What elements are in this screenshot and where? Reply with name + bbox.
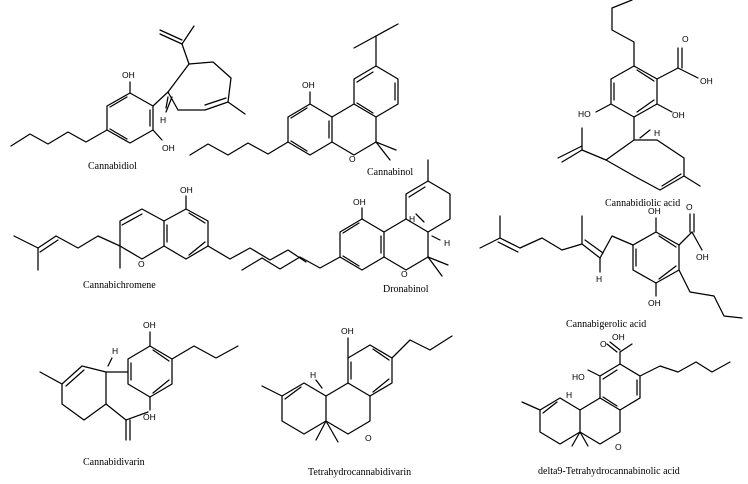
caption-cannabigerolic-acid: Cannabigerolic acid — [566, 319, 646, 330]
atom-label: OH — [302, 80, 315, 90]
atom-label: OH — [612, 332, 625, 342]
atom-label: O — [686, 202, 693, 212]
molecule-dronabinol: OH H H O Dronabinol — [241, 159, 451, 295]
atom-label: OH — [696, 252, 709, 262]
atom-label: O — [682, 34, 689, 44]
atom-label: O — [365, 433, 372, 443]
caption-cannabidivarin: Cannabidivarin — [83, 457, 145, 468]
structure-lines — [189, 23, 399, 161]
atom-label: H — [654, 128, 660, 138]
atom-label: O — [138, 259, 145, 269]
atom-label: OH — [341, 326, 354, 336]
caption-cannabidiol: Cannabidiol — [88, 161, 137, 172]
molecule-cannabichromene: OH O Cannabichromene — [13, 185, 307, 291]
structure-lines — [479, 213, 743, 319]
molecule-tetrahydrocannabidivarin: OH H O Tetrahydrocannabidivarin — [261, 326, 453, 478]
atom-label: OH — [353, 197, 366, 207]
atom-label: OH — [143, 320, 156, 330]
caption-cannabidiolic-acid: Cannabidiolic acid — [605, 198, 680, 209]
atom-label: OH — [122, 70, 135, 80]
atom-label: HO — [572, 372, 585, 382]
atom-label: H — [566, 390, 572, 400]
structure-lines — [557, 0, 701, 191]
atom-label: OH — [648, 206, 661, 216]
atom-label: O — [615, 442, 622, 452]
structure-lines — [261, 335, 453, 443]
caption-tetrahydrocannabidivarin: Tetrahydrocannabidivarin — [308, 467, 411, 478]
atom-label: H — [160, 115, 166, 125]
atom-label: O — [600, 339, 607, 349]
molecule-delta9-thca: OH O HO H O delta9-Tetrahydrocannabinoli… — [521, 332, 731, 477]
molecule-cannabidiol: OH OH H Cannabidiol — [10, 25, 246, 172]
atom-label: H — [409, 214, 415, 224]
caption-cannabinol: Cannabinol — [367, 167, 413, 178]
atom-label: OH — [180, 185, 193, 195]
atom-label: OH — [700, 76, 713, 86]
atom-label: OH — [672, 110, 685, 120]
molecule-cannabinol: OH O Cannabinol — [189, 23, 413, 178]
atom-label: OH — [648, 298, 661, 308]
atom-label: H — [444, 238, 450, 248]
caption-cannabichromene: Cannabichromene — [83, 280, 156, 291]
atom-label: O — [401, 269, 408, 279]
atom-label: H — [112, 346, 118, 356]
caption-dronabinol: Dronabinol — [383, 284, 429, 295]
molecule-cannabidiolic-acid: O OH HO OH H Cannabidiolic acid — [557, 0, 713, 209]
atom-label: HO — [578, 109, 591, 119]
atom-label: O — [349, 154, 356, 164]
atom-label: OH — [162, 143, 175, 153]
molecule-cannabigerolic-acid: OH O OH H OH Cannabigerolic acid — [479, 202, 743, 330]
caption-delta9-thca: delta9-Tetrahydrocannabinolic acid — [538, 466, 680, 477]
structure-lines — [39, 331, 239, 441]
structure-lines — [241, 159, 451, 277]
atom-label: H — [310, 370, 316, 380]
structure-lines — [13, 195, 307, 271]
atom-label: OH — [143, 412, 156, 422]
molecule-cannabidivarin: OH OH H Cannabidivarin — [39, 320, 239, 468]
atom-label: H — [596, 274, 602, 284]
structure-lines — [521, 341, 731, 447]
structure-lines — [10, 25, 246, 147]
